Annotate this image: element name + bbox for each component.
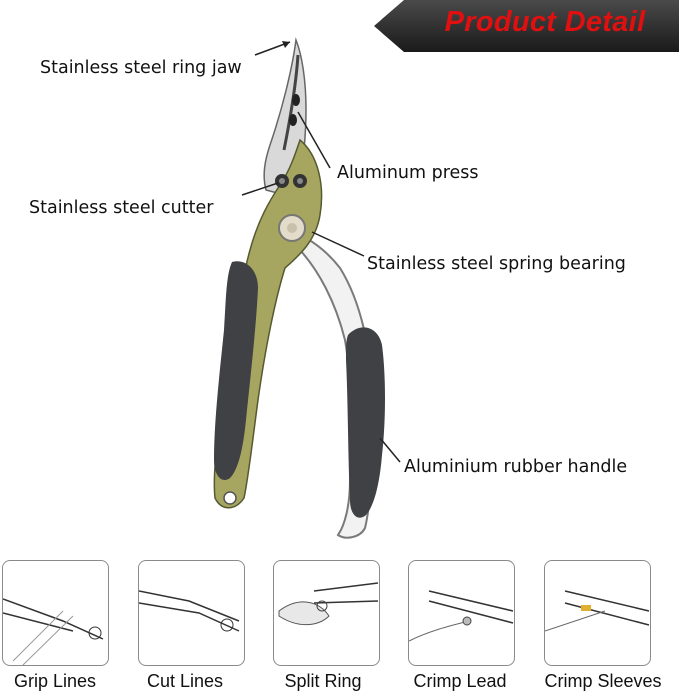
feature-label-grip-lines: Grip Lines <box>13 671 97 691</box>
feature-label-split-ring: Split Ring <box>284 671 362 691</box>
pliers-illustration <box>213 37 401 539</box>
right-grip <box>346 327 385 518</box>
feature-thumb-crimp-lead <box>408 560 515 666</box>
callout-jaw: Stainless steel ring jaw <box>40 58 242 78</box>
banner-title: Product Detail <box>444 6 646 38</box>
feature-thumb-grip-lines <box>2 560 109 666</box>
callout-cutter: Stainless steel cutter <box>29 198 214 218</box>
feature-thumb-crimp-sleeves <box>544 560 651 666</box>
left-grip <box>214 261 258 480</box>
feature-label-cut-lines: Cut Lines <box>146 671 224 691</box>
feature-label-crimp-sleeves: Crimp Sleeves <box>544 671 662 691</box>
feature-label-crimp-lead: Crimp Lead <box>413 671 507 691</box>
feature-thumb-cut-lines <box>138 560 245 666</box>
callout-press: Aluminum press <box>337 163 479 183</box>
callout-handle: Aluminium rubber handle <box>404 457 628 477</box>
product-detail-banner <box>374 0 679 52</box>
feature-thumb-split-ring <box>273 560 380 666</box>
callout-bearing: Stainless steel spring bearing <box>367 254 626 274</box>
